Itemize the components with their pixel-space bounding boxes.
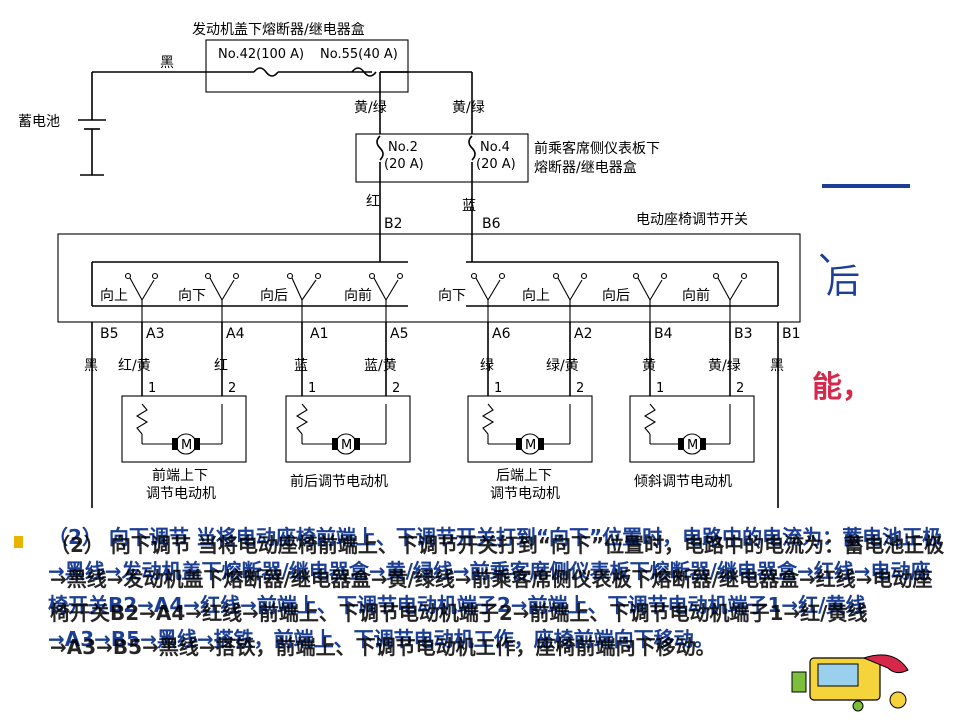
slide-fragment-back: 后 (826, 262, 860, 302)
motor-front-height (121, 395, 247, 463)
seat-switch-title: 电动座椅调节开关 (636, 212, 748, 228)
motor-rear-height (467, 395, 593, 463)
terminal-b4: B4 (654, 326, 673, 342)
terminal-a1: A1 (310, 326, 328, 342)
switch-contacts (124, 272, 748, 322)
m2-caption: 前后调节电动机 (290, 473, 388, 490)
engine-fuse-box-title: 发动机盖下熔断器/继电器盒 (192, 21, 365, 38)
wire-red-yellow: 红/黄 (118, 357, 151, 374)
black-wire-label: 黑 (160, 55, 174, 71)
wire-green: 绿 (480, 358, 494, 374)
motor-fore-aft (285, 395, 411, 463)
battery-label: 蓄电池 (18, 114, 60, 130)
motor-tilt (629, 395, 755, 463)
yellow-green-wire-left: 黄/绿 (354, 99, 387, 116)
paragraph-layer-black: （2） 向下调节 当将电动座椅前端上、下调节开关打到“向下”位置时，电路中的电流… (50, 533, 945, 659)
engine-fuse-box (205, 39, 409, 93)
m3-pin-2: 2 (576, 381, 584, 396)
switch-1-up: 向上 (100, 288, 128, 304)
black-wire-b1: 黑 (770, 358, 784, 374)
terminal-a6: A6 (492, 326, 511, 342)
switch-3-down: 向下 (438, 288, 466, 304)
terminal-b6: B6 (482, 216, 501, 232)
m1-pin-1: 1 (148, 381, 156, 396)
m3-caption-1: 后端上下 (496, 468, 552, 484)
fuse-2-amp: (20 A) (384, 157, 424, 172)
switch-4-forward: 向前 (682, 287, 710, 304)
terminal-a4: A4 (226, 326, 245, 342)
wire-blue-yellow: 蓝/黄 (364, 357, 397, 374)
m1-symbol: M (181, 438, 192, 453)
wire-green-yellow: 绿/黄 (546, 357, 579, 374)
switch-2-forward: 向前 (344, 287, 372, 304)
terminal-b1: B1 (782, 326, 801, 342)
slide-accent-bar (822, 184, 910, 188)
clipart-decoration (791, 654, 909, 712)
blue-wire-label: 蓝 (462, 198, 476, 214)
fuse-4-label: No.4 (480, 140, 510, 155)
m1-pin-2: 2 (228, 381, 236, 396)
red-wire-label: 红 (366, 194, 380, 210)
switch-1-down: 向下 (178, 288, 206, 304)
fuse-4-amp: (20 A) (476, 157, 516, 172)
m1-caption-1: 前端上下 (152, 467, 208, 484)
terminal-a2: A2 (574, 326, 592, 342)
fuse-4-symbol (468, 135, 476, 161)
motor-feed-wires (141, 322, 731, 396)
dash-fuse-box (355, 133, 529, 183)
slide-fragment-neng: 能， (812, 370, 872, 405)
wire-yellow: 黄 (642, 357, 656, 374)
fuse-2-label: No.2 (388, 140, 418, 155)
explanation-paragraph: （2） 向下调节 当将电动座椅前端上、下调节开关打到“向下”位置时，电路中的电流… (48, 520, 948, 710)
slide-fragment-comma: 、 (818, 230, 852, 270)
terminal-b5: B5 (100, 326, 119, 342)
m2-pin-2: 2 (392, 381, 400, 396)
m4-symbol: M (687, 438, 698, 453)
wiring-diagram: 蓄电池 黑 发动机盖下熔断器/继电器盒 No.42(100 A) No.55(4… (18, 21, 801, 508)
switch-3-up: 向上 (522, 288, 550, 304)
m3-symbol: M (525, 438, 536, 453)
m4-caption: 倾斜调节电动机 (634, 474, 732, 490)
fuse-42-label: No.42(100 A) (218, 47, 304, 62)
m3-caption-2: 调节电动机 (490, 486, 560, 502)
wire-blue: 蓝 (294, 358, 308, 374)
switch-2-back: 向后 (260, 288, 288, 304)
terminal-b2: B2 (384, 216, 403, 232)
black-wire-b5: 黑 (84, 358, 98, 374)
yellow-green-wire-right: 黄/绿 (452, 99, 485, 116)
m2-symbol: M (341, 438, 352, 453)
m4-pin-1: 1 (656, 381, 664, 396)
terminal-b3: B3 (734, 326, 753, 342)
paragraph-bullet (14, 536, 23, 548)
dash-fuse-box-title-1: 前乘客席侧仪表板下 (534, 140, 660, 157)
fuse-2-symbol (376, 135, 384, 161)
m3-pin-1: 1 (494, 381, 502, 396)
m1-caption-2: 调节电动机 (146, 486, 216, 502)
battery-symbol (78, 72, 106, 176)
terminal-a5: A5 (390, 326, 408, 342)
wire-yellow-green: 黄/绿 (708, 357, 741, 374)
fuse-55-symbol (351, 67, 377, 77)
seat-switch-box (57, 233, 801, 323)
wire-red: 红 (214, 358, 228, 374)
paragraph-layer-blue: （2） 向下调节 当将电动座椅前端上、下调节开关打到“向下”位置时，电路中的电流… (48, 525, 943, 651)
fuse-42-symbol (253, 67, 279, 77)
switch-4-back: 向后 (602, 288, 630, 304)
terminal-a3: A3 (146, 326, 164, 342)
fuse-55-label: No.55(40 A) (320, 47, 398, 62)
m2-pin-1: 1 (308, 381, 316, 396)
dash-fuse-box-title-2: 熔断器/继电器盒 (534, 159, 637, 176)
m4-pin-2: 2 (736, 381, 744, 396)
